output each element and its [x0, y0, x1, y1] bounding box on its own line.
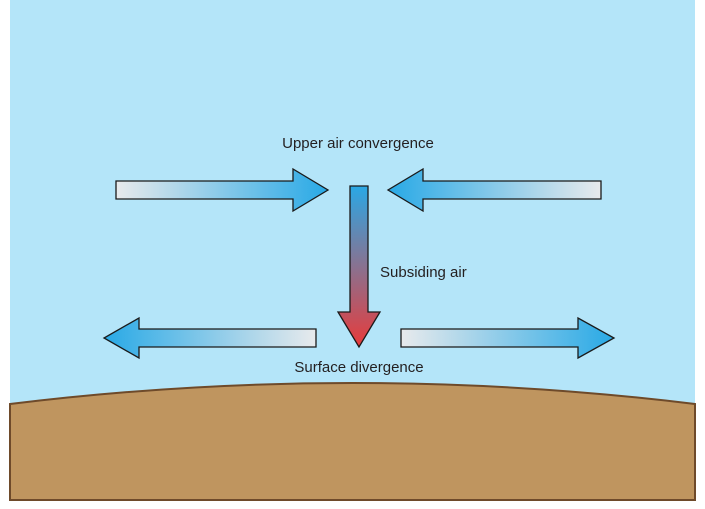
subsiding-air-label: Subsiding air	[380, 264, 467, 281]
ground	[9, 382, 696, 501]
surface-left-divergence-arrow	[102, 316, 317, 360]
upper-air-convergence-label: Upper air convergence	[282, 135, 434, 152]
surface-right-divergence-arrow	[400, 316, 616, 360]
upper-right-convergence-arrow	[386, 167, 602, 213]
upper-left-convergence-arrow	[115, 167, 330, 213]
subsiding-air-arrow	[336, 185, 382, 349]
surface-divergence-label: Surface divergence	[294, 359, 423, 376]
